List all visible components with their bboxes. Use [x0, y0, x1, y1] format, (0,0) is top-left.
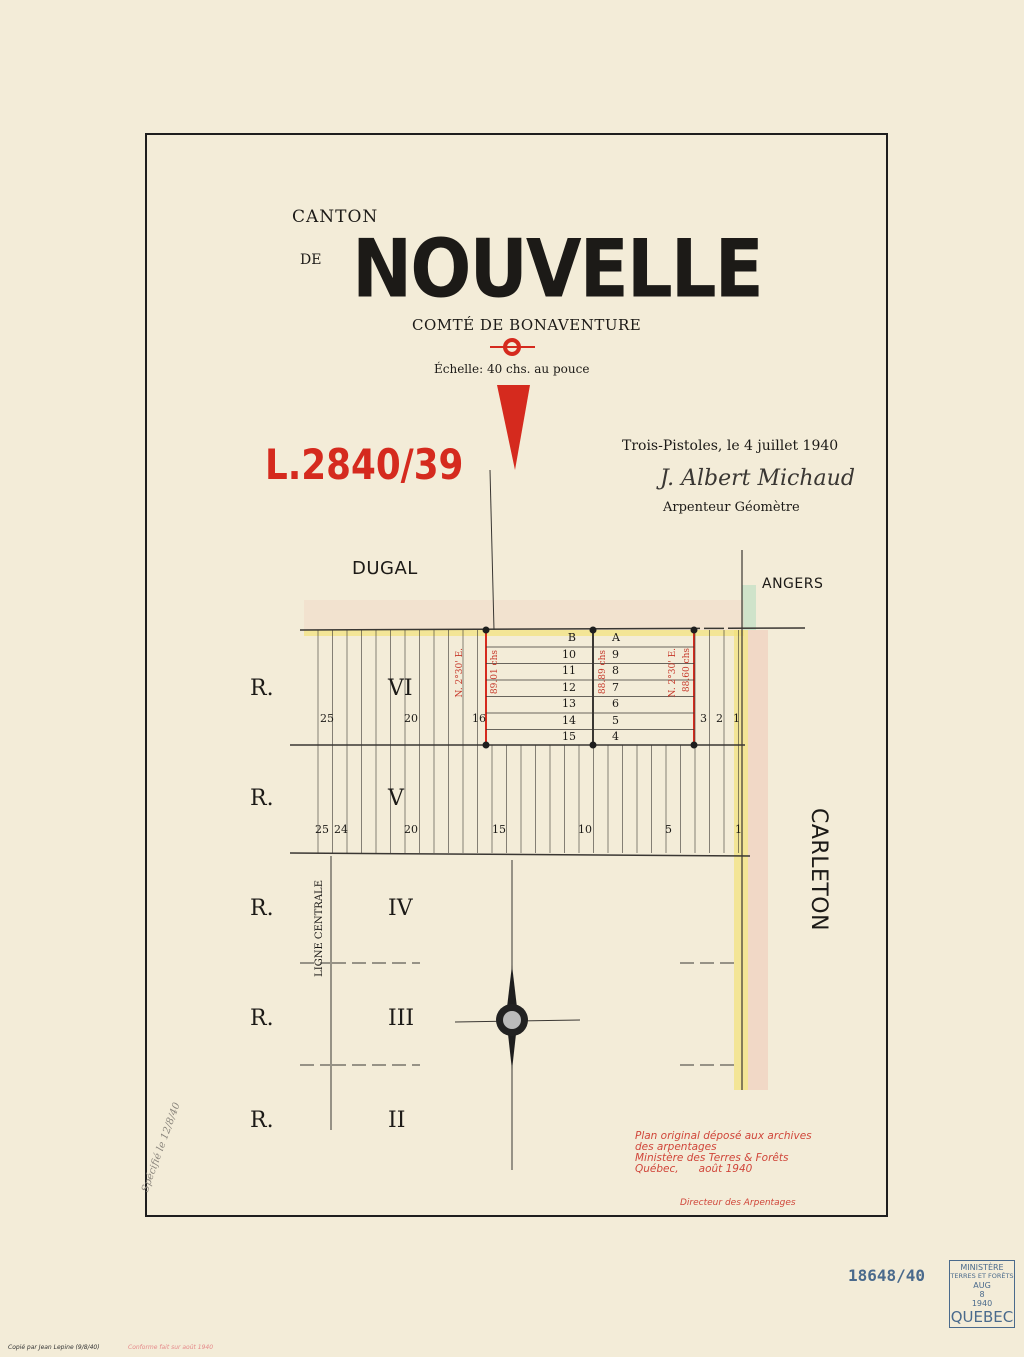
signature: J. Albert Michaud — [660, 466, 855, 491]
registry-number: 18648/40 — [848, 1266, 926, 1285]
range-numeral: VI — [388, 676, 413, 701]
stamp-year: 1940 — [971, 1299, 993, 1308]
range-numeral: V — [388, 786, 404, 811]
sublot-number: 7 — [612, 680, 619, 694]
reference-number: L.2840/39 — [265, 440, 464, 489]
scale-text: Échelle: 40 chs. au pouce — [434, 362, 590, 376]
range-numeral: II — [388, 1108, 406, 1133]
ministry-stamp: MINISTÈRE TERRES ET FORÊTS AUG 8 1940 QU… — [949, 1260, 1015, 1328]
sublot-number: A — [612, 631, 620, 644]
stamp-city: QUEBEC — [950, 1308, 1014, 1326]
colour-wash — [304, 585, 768, 1090]
lot-number: 25 — [315, 823, 329, 836]
bearing-west: N. 2°30' E. — [455, 648, 465, 698]
lot-number: 2 — [716, 712, 723, 725]
sublot-number: 6 — [612, 697, 619, 710]
note-line: Québec, août 1940 — [635, 1163, 753, 1175]
lot-number: 1 — [735, 823, 742, 836]
surveyor-role: Arpenteur Géomètre — [663, 500, 800, 515]
note-line: Ministère des Terres & Forêts — [635, 1152, 789, 1164]
neighbour-north: DUGAL — [352, 558, 418, 579]
copied-by: Copié par Jean Lepine (9/8/40) — [8, 1344, 100, 1351]
range-label: R. — [250, 786, 274, 811]
distance-centre: 88.89 chs — [598, 650, 608, 695]
township-name: NOUVELLE — [352, 221, 764, 316]
lot-number: 10 — [578, 823, 592, 836]
range-numeral: III — [388, 1006, 415, 1031]
lot-number: 15 — [492, 823, 506, 836]
lot-number: 3 — [700, 712, 707, 725]
neighbour-northeast: ANGERS — [762, 576, 824, 592]
sublot-number: 10 — [562, 647, 576, 661]
subdivision-left: B 10 11 12 13 14 15 — [562, 630, 576, 746]
sublot-number: 8 — [612, 664, 619, 677]
sublot-number: 5 — [612, 713, 619, 727]
distance-east: 88.60 chs — [682, 648, 692, 693]
lot-number: 24 — [334, 823, 348, 836]
note-line: des arpentages — [635, 1141, 717, 1153]
sublot-number: 11 — [562, 664, 576, 677]
lot-number: 1 — [733, 712, 740, 725]
copy-note: Conforme fait sur août 1940 — [128, 1344, 214, 1351]
stamp-day: 8 — [979, 1290, 985, 1299]
lot-number: 25 — [320, 712, 334, 725]
place-date: Trois-Pistoles, le 4 juillet 1940 — [622, 438, 839, 454]
stamp-line: MINISTÈRE — [960, 1263, 1004, 1272]
stamp-month: AUG — [973, 1281, 991, 1290]
centre-line-label: LIGNE CENTRALE — [314, 880, 325, 977]
range-label: R. — [250, 1108, 274, 1133]
director-label: Directeur des Arpentages — [680, 1198, 796, 1208]
title-ornament — [490, 338, 535, 356]
lot-number: 20 — [404, 712, 418, 725]
sublot-number: 4 — [612, 730, 619, 743]
lot-number: 5 — [665, 823, 672, 836]
sublot-number: 14 — [562, 713, 576, 727]
sublot-number: 9 — [612, 647, 619, 661]
bearing-east: N. 2°30' E. — [668, 648, 678, 698]
sublot-number: 12 — [562, 680, 576, 694]
compass-rose-icon — [496, 965, 528, 1070]
subdivision-right: A 9 8 7 6 5 4 — [612, 630, 620, 746]
county-name: COMTÉ DE BONAVENTURE — [412, 316, 642, 334]
stamp-line: TERRES ET FORÊTS — [950, 1272, 1014, 1280]
sublot-number: 15 — [562, 730, 576, 743]
note-line: Plan original déposé aux archives — [635, 1130, 812, 1142]
title-canton: CANTON — [292, 207, 379, 227]
range-label: R. — [250, 896, 274, 921]
distance-west: 89.01 chs — [490, 650, 500, 695]
title-de: DE — [300, 252, 322, 268]
lot-number: 16 — [472, 712, 486, 725]
map-border — [145, 133, 888, 1217]
range-numeral: IV — [388, 896, 413, 921]
range-label: R. — [250, 1006, 274, 1031]
survey-monuments — [482, 626, 698, 749]
survey-lines — [289, 469, 806, 1170]
neighbour-east: CARLETON — [806, 808, 831, 932]
north-arrow-icon — [497, 385, 530, 470]
range-label: R. — [250, 676, 274, 701]
lot-number: 20 — [404, 823, 418, 836]
sublot-number: 13 — [562, 697, 576, 710]
sublot-number: B — [567, 631, 576, 644]
archive-note: Plan original déposé aux archives des ar… — [635, 1131, 812, 1175]
